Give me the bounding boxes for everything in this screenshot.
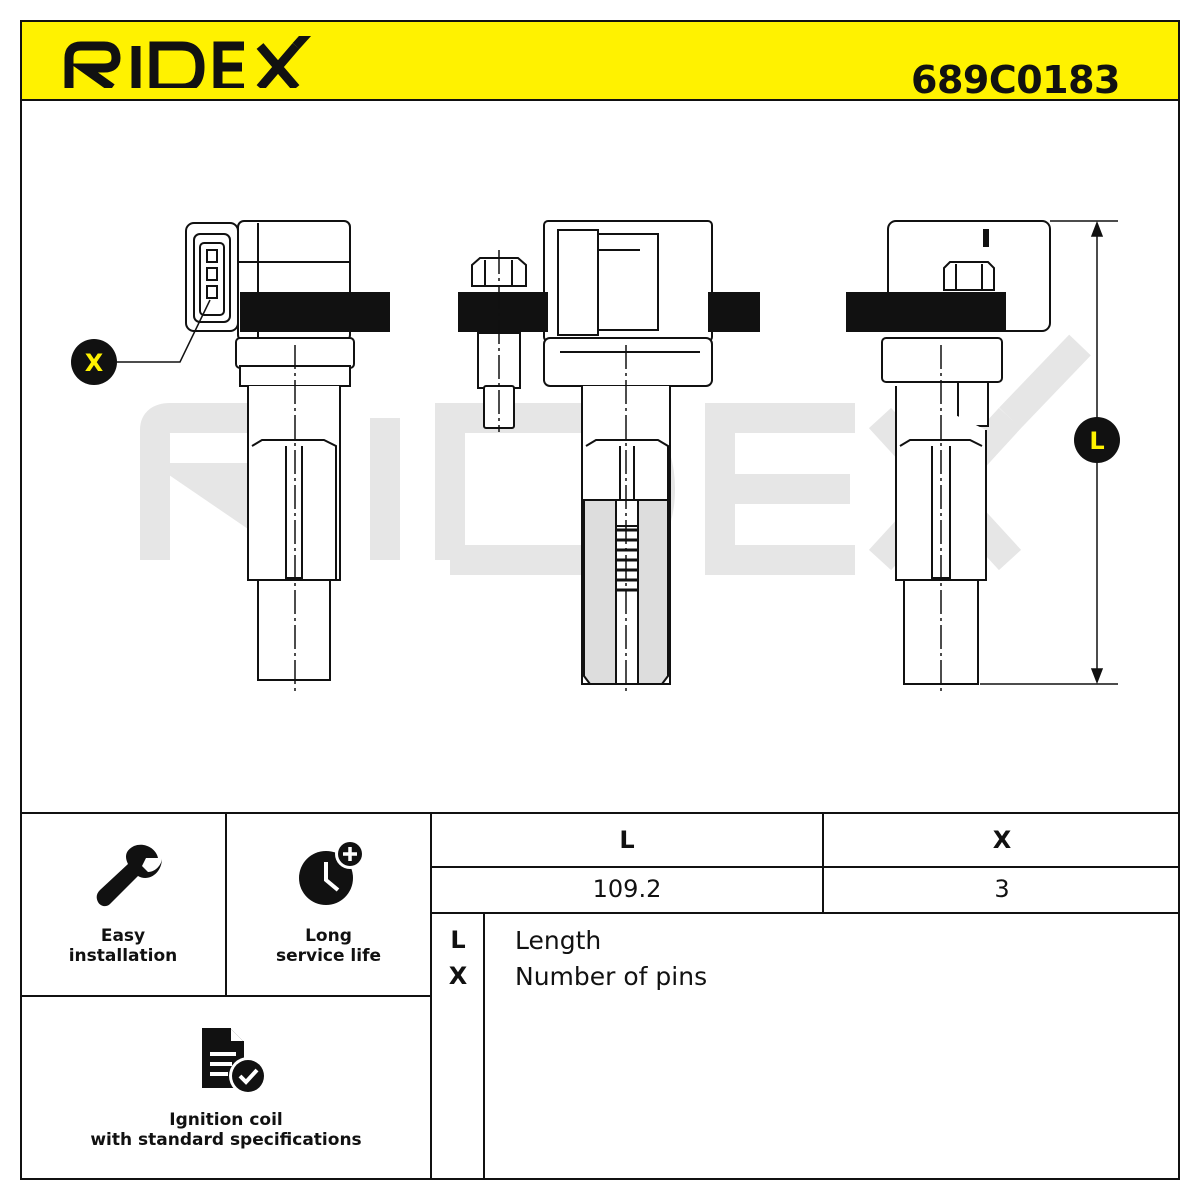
legend-desc-pins: Number of pins: [515, 962, 708, 991]
divider: [20, 995, 432, 997]
feature-long-service-life: Long service life: [227, 926, 430, 966]
divider: [430, 912, 1180, 914]
divider: [20, 812, 1180, 814]
brand-logo: [64, 36, 312, 88]
spec-value-pins: 3: [994, 875, 1010, 903]
coil-side-view-right: [881, 220, 1051, 685]
mounting-bracket-middle-left: [458, 292, 548, 332]
feature-label-line1: Easy: [100, 926, 146, 946]
boot-cross-section: [583, 499, 669, 685]
callout-x: X: [71, 299, 211, 385]
divider: [430, 866, 1180, 868]
legend-key-length: L: [450, 926, 466, 954]
mounting-bracket-left: [240, 292, 390, 332]
svg-text:L: L: [1089, 427, 1104, 455]
technical-drawing: X: [71, 220, 1120, 695]
legend-key-pins: X: [448, 962, 468, 990]
coil-side-view-left: [185, 220, 355, 681]
feature-label-line1: Long: [305, 926, 352, 946]
feature-easy-installation: Easy installation: [22, 926, 224, 966]
header-bar: 689C0183: [20, 20, 1180, 102]
part-number: 689C0183: [911, 58, 1120, 102]
document-check-icon: [202, 1028, 267, 1095]
feature-label-line1: Ignition coil: [169, 1110, 283, 1130]
callout-l: L: [1074, 417, 1120, 463]
divider: [822, 812, 824, 913]
spec-value-length: 109.2: [592, 875, 662, 903]
divider: [483, 912, 485, 1180]
feature-label-line2: service life: [275, 946, 382, 966]
feature-standard-specifications: Ignition coil with standard specificatio…: [22, 1110, 430, 1150]
svg-text:X: X: [85, 349, 104, 377]
divider: [225, 812, 227, 997]
feature-label-line2: with standard specifications: [90, 1130, 362, 1150]
spec-header-pins: X: [992, 826, 1012, 854]
legend-desc-length: Length: [515, 926, 602, 955]
clock-plus-icon: [299, 839, 365, 905]
mounting-bracket-middle-right: [708, 292, 760, 332]
wrench-icon: [96, 844, 162, 907]
spec-header-length: L: [619, 826, 635, 854]
feature-label-line2: installation: [68, 946, 178, 966]
mounting-bracket-right: [846, 292, 1006, 332]
